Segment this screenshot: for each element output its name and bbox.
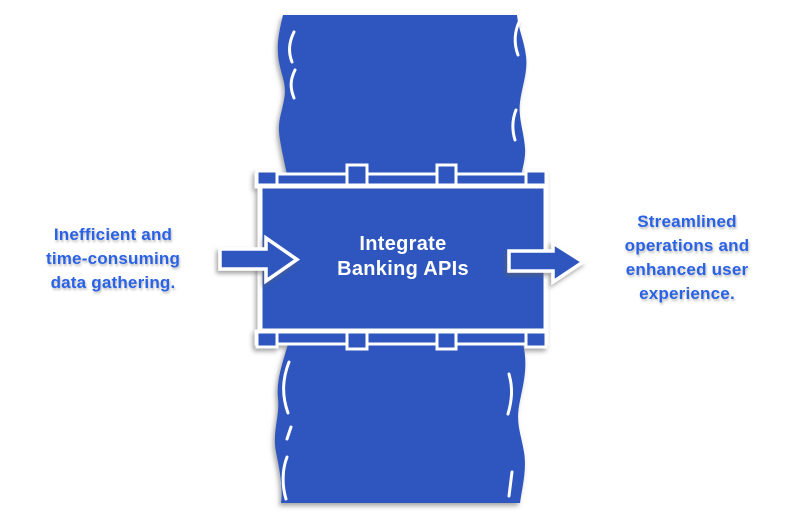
left-caption-line-2: time-consuming (45, 249, 181, 268)
bridge-bottom-post-1 (345, 329, 369, 351)
waterway-and-bridge (254, 15, 549, 503)
bridge-label: Integrate Banking APIs (280, 232, 526, 282)
right-caption-line-3: enhanced user (625, 260, 749, 279)
bridge-label-line-1: Integrate (359, 233, 447, 255)
river-bottom-shape (274, 344, 526, 503)
right-arrow-right-icon (507, 239, 587, 286)
bridge-bottom-post-2 (435, 329, 458, 351)
right-caption-line-2: operations and (624, 236, 750, 255)
bridge-label-line-2: Banking APIs (337, 258, 469, 280)
river-top-shape (277, 15, 527, 187)
left-caption-line-3: data gathering. (50, 273, 176, 292)
right-caption: Streamlined operations and enhanced user… (588, 210, 786, 306)
water-flow-lines (281, 18, 522, 501)
bridge-shape (254, 163, 549, 351)
transition-arrows (218, 234, 587, 286)
left-caption: Inefficient and time-consuming data gath… (18, 223, 208, 295)
left-arrow-right-icon (218, 234, 301, 285)
right-caption-line-4: experience. (639, 284, 735, 303)
left-caption-line-1: Inefficient and (53, 225, 173, 244)
right-caption-line-1: Streamlined (637, 212, 737, 231)
